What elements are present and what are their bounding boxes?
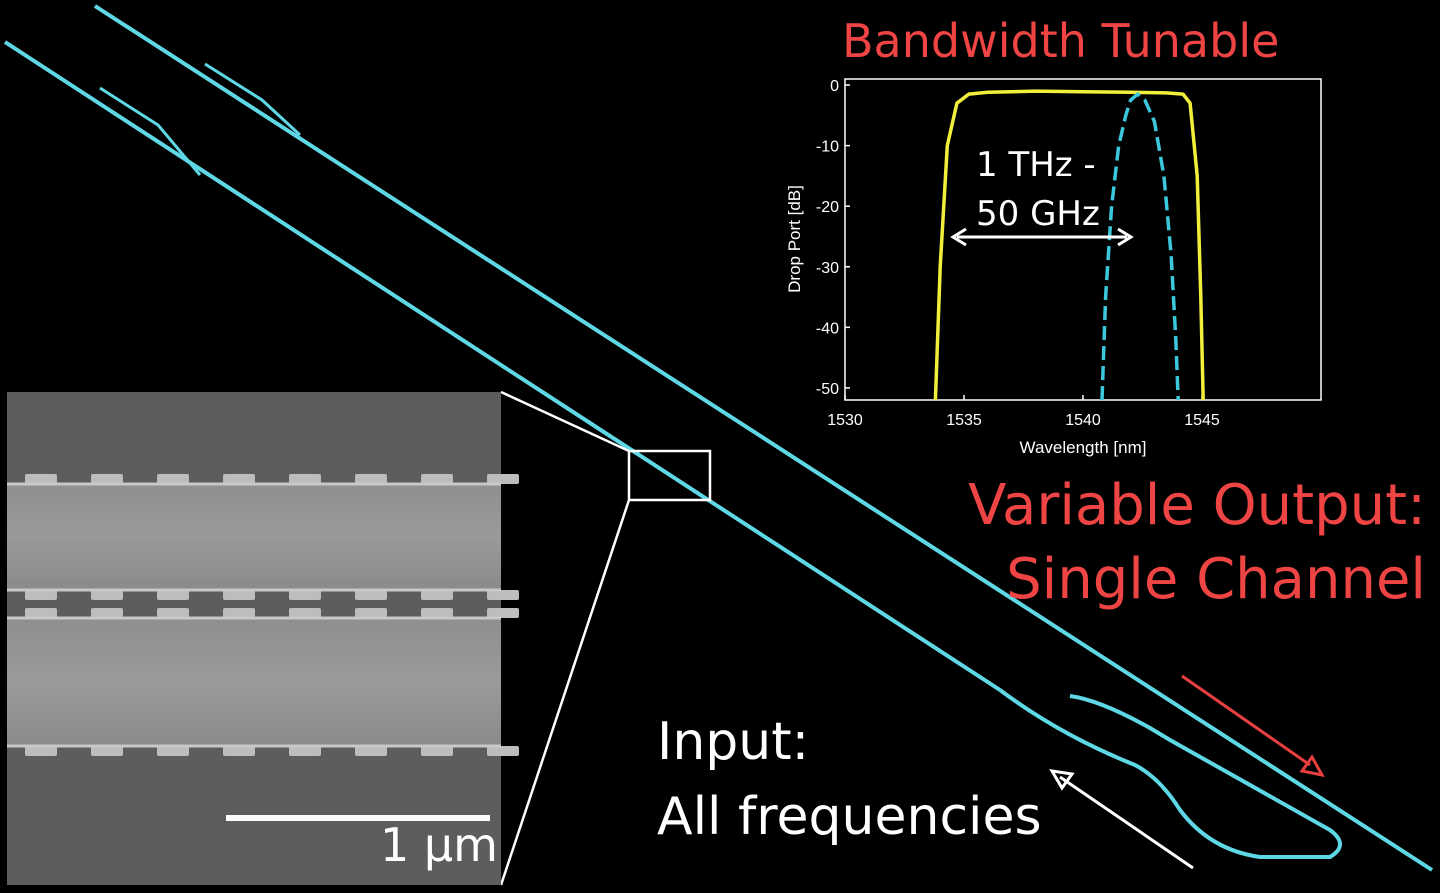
zoom-line-bottom	[499, 499, 631, 886]
waveguide-main-lower	[3, 40, 1002, 692]
bandwidth-annotation-line-1: 1 THz -	[976, 145, 1096, 185]
input-label-line-1: Input:	[657, 712, 810, 772]
bandwidth-annotation-line-2: 50 GHz	[976, 194, 1100, 234]
drop-port-chart: 1530 1535 1540 1545 0 -10 -20 -30 -40 -50 Wavele…	[785, 78, 1322, 457]
output-label-line-1: Variable Output:	[968, 473, 1426, 538]
bandwidth-double-arrow	[950, 227, 1134, 247]
y-axis-label: Drop Port [dB]	[785, 185, 804, 293]
input-arrow	[1059, 775, 1194, 870]
x-tick-label: 1535	[946, 412, 982, 429]
y-tick-label: -40	[816, 320, 839, 337]
input-label-line-2: All frequencies	[657, 787, 1042, 847]
output-arrow	[1181, 674, 1311, 767]
waveguide-main-upper	[93, 4, 1434, 872]
series-line-2	[1100, 92, 1180, 401]
title-bandwidth-tunable: Bandwidth Tunable	[842, 14, 1280, 68]
x-axis-label: Wavelength [nm]	[1020, 438, 1147, 457]
zoom-box	[627, 449, 712, 502]
zoom-line-top	[500, 390, 630, 453]
y-tick-label: -20	[816, 199, 839, 216]
x-tick-label: 1530	[827, 412, 863, 429]
waveguide-through	[998, 688, 1342, 859]
x-tick-label: 1545	[1184, 412, 1220, 429]
chart-plot-area	[844, 78, 1322, 401]
sem-image	[7, 392, 519, 885]
y-tick-label: -50	[816, 381, 839, 398]
scale-bar-label: 1 μm	[380, 818, 498, 872]
grating-teeth	[25, 474, 519, 756]
y-tick-label: -30	[816, 260, 839, 277]
y-tick-label: 0	[830, 78, 839, 95]
waveguide-coupler-1	[99, 86, 202, 176]
arrows	[1049, 674, 1325, 870]
x-tick-label: 1540	[1065, 412, 1101, 429]
waveguides	[3, 4, 1434, 872]
y-tick-label: -10	[816, 139, 839, 156]
series-line-1	[933, 89, 1205, 401]
output-label-line-2: Single Channel	[1006, 547, 1426, 612]
waveguide-coupler-2	[204, 62, 302, 137]
zoom-indicator	[499, 390, 712, 886]
